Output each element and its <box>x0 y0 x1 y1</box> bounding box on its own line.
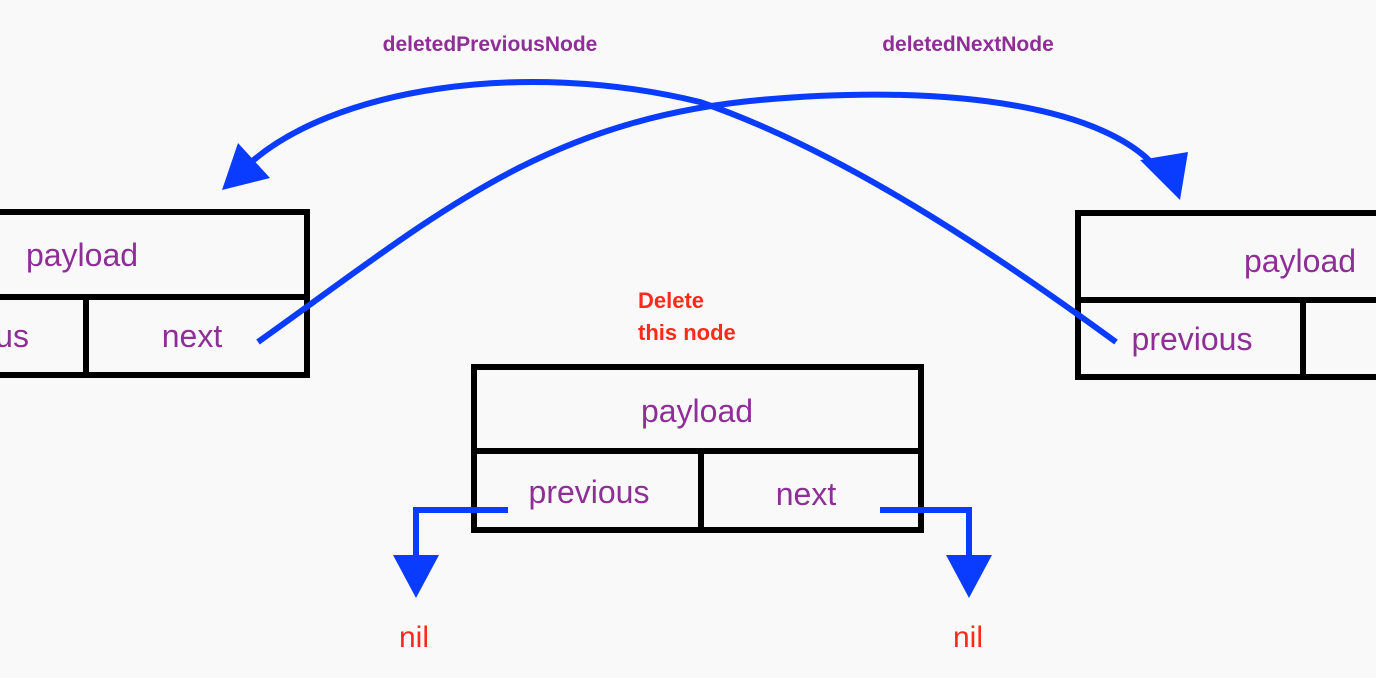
middle-node-next: next <box>776 476 837 512</box>
right-node-previous: previous <box>1132 321 1253 357</box>
left-node-box <box>0 209 310 378</box>
right-previous-to-left-link <box>245 79 1118 345</box>
left-node-previous: previous <box>0 318 29 354</box>
left-node-next: next <box>162 318 223 354</box>
middle-next-to-nil-link <box>880 507 972 562</box>
middle-node-payload: payload <box>641 393 753 429</box>
deleted-previous-node-label: deletedPreviousNode <box>383 33 598 56</box>
nil-right-label: nil <box>953 621 983 654</box>
middle-node-previous: previous <box>529 474 650 510</box>
right-node-payload: payload <box>1244 243 1356 279</box>
deleted-next-node-label: deletedNextNode <box>882 33 1054 56</box>
nil-left-label: nil <box>399 621 429 654</box>
right-node-arrowhead <box>1140 152 1188 200</box>
right-node: payload previous next <box>1075 210 1376 380</box>
middle-previous-to-nil-link <box>413 507 508 562</box>
delete-label-line1: Delete <box>638 288 704 313</box>
nil-right-arrowhead <box>946 555 992 598</box>
right-node-box <box>1075 210 1376 380</box>
left-next-to-right-link <box>256 91 1161 345</box>
left-node-arrowhead <box>222 143 270 190</box>
left-node-payload: payload <box>26 237 138 273</box>
left-node: payload previous next <box>0 209 310 378</box>
middle-node: payload previous next <box>471 364 924 533</box>
delete-label-line2: this node <box>638 320 736 345</box>
nil-left-arrowhead <box>393 555 439 598</box>
